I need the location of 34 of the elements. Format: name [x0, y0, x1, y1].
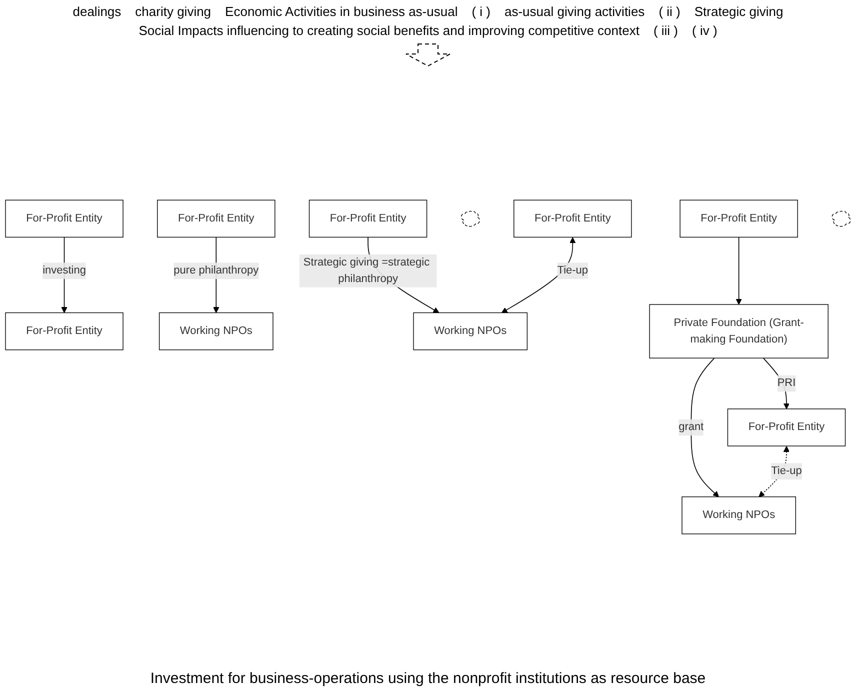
node-cloud — [460, 210, 480, 227]
note-text: charity giving — [135, 4, 212, 19]
node-box: For-Profit Entity — [5, 312, 124, 350]
caption: Investment for business-operations using the nonprofit institutions as resource base — [150, 669, 706, 689]
edge-label: grant — [678, 421, 704, 433]
note-text: ( ii ) — [658, 4, 680, 19]
node-box: For-Profit Entity — [680, 200, 798, 238]
edge-label: Tie-up — [771, 465, 802, 477]
node-box: For-Profit Entity — [727, 408, 846, 446]
arrow — [690, 358, 719, 498]
edge-label: Strategic giving =strategic philanthropy — [303, 256, 430, 285]
edge-label: investing — [42, 264, 86, 276]
arrow — [762, 358, 790, 410]
node-box: Working NPOs — [413, 312, 528, 350]
edge-label: Tie-up — [557, 264, 588, 276]
node-cloud — [832, 210, 851, 227]
node-box: For-Profit Entity — [5, 200, 124, 238]
node-box: For-Profit Entity — [157, 200, 276, 238]
note-text: Strategic giving — [694, 4, 784, 19]
note-text: as-usual giving activities — [504, 4, 645, 19]
note-text: Social Impacts influencing to creating social benefits and improving competitive context — [138, 23, 640, 38]
edge-label: pure philanthropy — [174, 264, 259, 276]
node-box: Private Foundation (Grant-making Foundation) — [649, 304, 828, 358]
arrow — [736, 236, 742, 305]
node-box: Working NPOs — [682, 496, 796, 534]
note-text: ( i ) — [472, 4, 490, 19]
node-box: Working NPOs — [158, 312, 274, 350]
node-box: For-Profit Entity — [514, 200, 632, 238]
edge-label: PRI — [777, 377, 796, 389]
note-text: ( iv ) — [692, 23, 718, 38]
note-text: ( iii ) — [653, 23, 678, 38]
note-text: dealings — [72, 4, 122, 19]
note-text: Economic Activities in business as-usual — [225, 4, 458, 19]
node-box: For-Profit Entity — [308, 200, 428, 238]
